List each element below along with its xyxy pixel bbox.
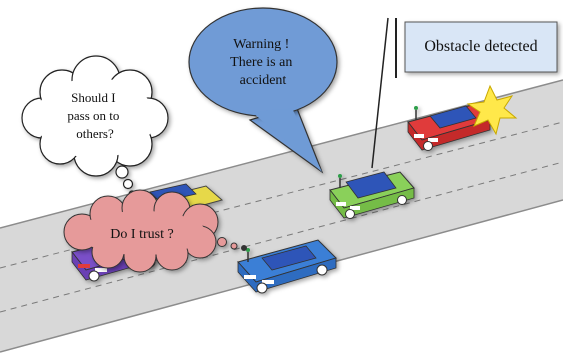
trust-label: Do I trust ? — [110, 227, 173, 242]
obstacle-detected-box: Obstacle detected — [404, 21, 558, 73]
warning-line-3: accident — [240, 73, 287, 88]
thought-cloud-pass-on — [21, 55, 169, 198]
antenna-signal-line — [371, 17, 389, 169]
warning-line-2: There is an — [230, 55, 292, 70]
lane-divider-upper — [0, 121, 563, 269]
pass-on-line-1: Should I — [71, 90, 115, 105]
svg-text:Warning ! There is an: Warning ! There is an accident — [230, 37, 296, 88]
pass-on-line-2: pass on to — [67, 108, 119, 123]
warning-line-1: Warning ! — [233, 37, 289, 52]
car-blue-antenna-icon — [246, 248, 250, 252]
car-blue — [237, 239, 337, 294]
car-green — [329, 171, 415, 219]
pass-on-line-3: others? — [76, 126, 114, 141]
svg-text:Should I pass on to ot: Should I pass on to others? — [67, 90, 122, 141]
car-green-antenna-icon — [338, 174, 342, 178]
car-red-antenna-icon — [414, 106, 418, 110]
warning-speech-bubble: Warning ! There is an accident — [188, 7, 338, 174]
obstacle-label: Obstacle detected — [424, 38, 537, 55]
thought-cloud-trust — [63, 189, 238, 273]
crash-star-icon — [466, 84, 518, 136]
car-red — [407, 103, 491, 151]
lane-divider-lower — [0, 161, 563, 313]
signal-dot — [241, 245, 247, 251]
